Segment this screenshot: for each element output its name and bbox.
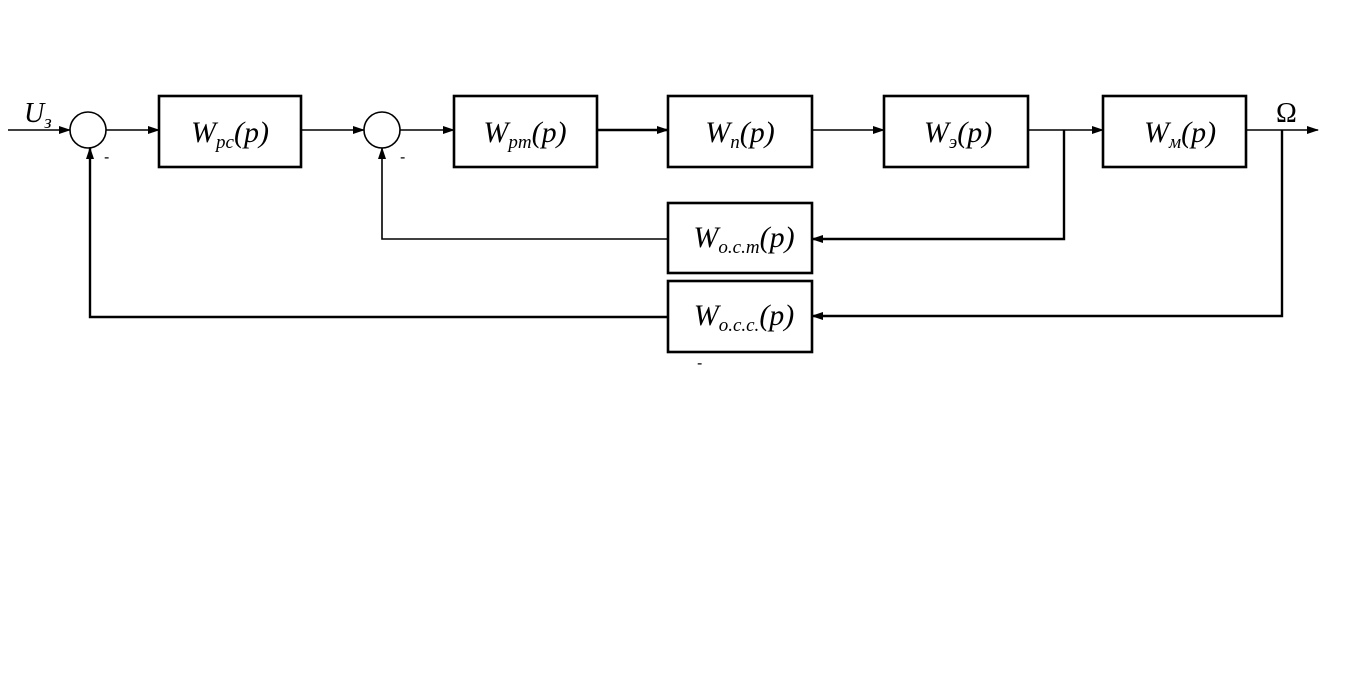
block-mechanical-part: Wм(p) xyxy=(1101,94,1248,169)
block-speed-feedback-label: Wo.c.c.(p) xyxy=(694,299,795,336)
block-speed-regulator-label: Wpc(p) xyxy=(191,116,269,153)
minus-sign-1: - xyxy=(104,149,109,166)
input-signal-label: Uз xyxy=(24,98,52,133)
minus-sign-3: - xyxy=(697,355,702,372)
block-current-feedback-label: Wo.c.m(p) xyxy=(693,221,794,258)
block-electrical-part: Wэ(p) xyxy=(882,94,1030,169)
block-current-regulator-label: Wpm(p) xyxy=(483,116,566,153)
wire-speed-feedback-out xyxy=(86,147,668,319)
summing-junction-2 xyxy=(363,111,401,149)
block-mechanical-part-label: Wм(p) xyxy=(1144,116,1216,153)
summing-junction-1 xyxy=(69,111,107,149)
wire-speed-feedback-in xyxy=(811,130,1284,320)
block-speed-regulator: Wpc(p) xyxy=(157,94,303,169)
block-speed-feedback: Wo.c.c.(p) xyxy=(666,279,814,354)
block-converter: Wn(p) xyxy=(666,94,814,169)
wire-current-feedback-out xyxy=(378,147,668,240)
block-electrical-part-label: Wэ(p) xyxy=(924,116,992,153)
block-converter-label: Wn(p) xyxy=(705,116,774,153)
output-signal-label: Ω xyxy=(1276,98,1297,129)
block-current-regulator: Wpm(p) xyxy=(452,94,599,169)
block-current-feedback: Wo.c.m(p) xyxy=(666,201,814,275)
wire-current-feedback-in xyxy=(811,130,1066,243)
minus-sign-2: - xyxy=(400,149,405,166)
